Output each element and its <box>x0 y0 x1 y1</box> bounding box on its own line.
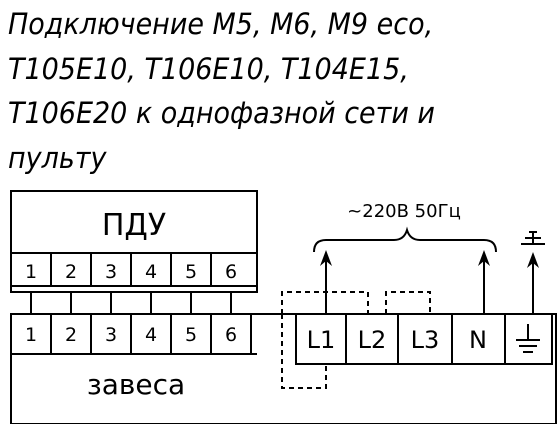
curtain-terminal-2: 2 <box>65 324 77 346</box>
remote-terminal-4: 4 <box>145 261 157 283</box>
ground-arrowhead <box>527 252 539 268</box>
remote-terminal-3: 3 <box>105 261 117 283</box>
remote-terminal-5: 5 <box>185 261 197 283</box>
curtain-block <box>10 313 557 424</box>
jumper-l2-l3 <box>385 291 431 314</box>
diagram-title: Подключение M5, M6, M9 eco, T105E10, T10… <box>8 2 518 180</box>
supply-label: ~220В 50Гц <box>347 201 461 222</box>
curtain-terminal-5: 5 <box>185 324 197 346</box>
curtain-terminal-6: 6 <box>225 324 237 346</box>
curtain-terminal-3: 3 <box>105 324 117 346</box>
remote-terminal-6: 6 <box>225 261 237 283</box>
terminal-l1: L1 <box>307 326 336 354</box>
power-terminal-block <box>295 313 553 365</box>
jumper-l1-l2-top <box>281 291 369 314</box>
curtain-terminal-4: 4 <box>145 324 157 346</box>
terminal-n: N <box>469 326 487 354</box>
title-line-4: пульту <box>8 140 107 175</box>
jumper-l1-bottom <box>281 314 327 389</box>
remote-terminal-2: 2 <box>65 261 77 283</box>
terminal-l2: L2 <box>358 326 387 354</box>
title-line-3: T106E20 к однофазной сети и <box>8 96 435 130</box>
supply-brace <box>313 226 497 253</box>
title-line-1: Подключение M5, M6, M9 eco, <box>8 7 434 41</box>
remote-block <box>10 190 258 293</box>
remote-label: ПДУ <box>102 208 166 243</box>
curtain-label: завеса <box>87 368 185 401</box>
terminal-l3: L3 <box>411 326 440 354</box>
curtain-terminal-1: 1 <box>25 324 37 346</box>
n-arrowhead <box>478 250 490 266</box>
remote-terminal-1: 1 <box>25 261 37 283</box>
l1-arrowhead <box>320 250 332 266</box>
title-line-2: T105E10, T106E10, T104E15, <box>8 51 409 86</box>
